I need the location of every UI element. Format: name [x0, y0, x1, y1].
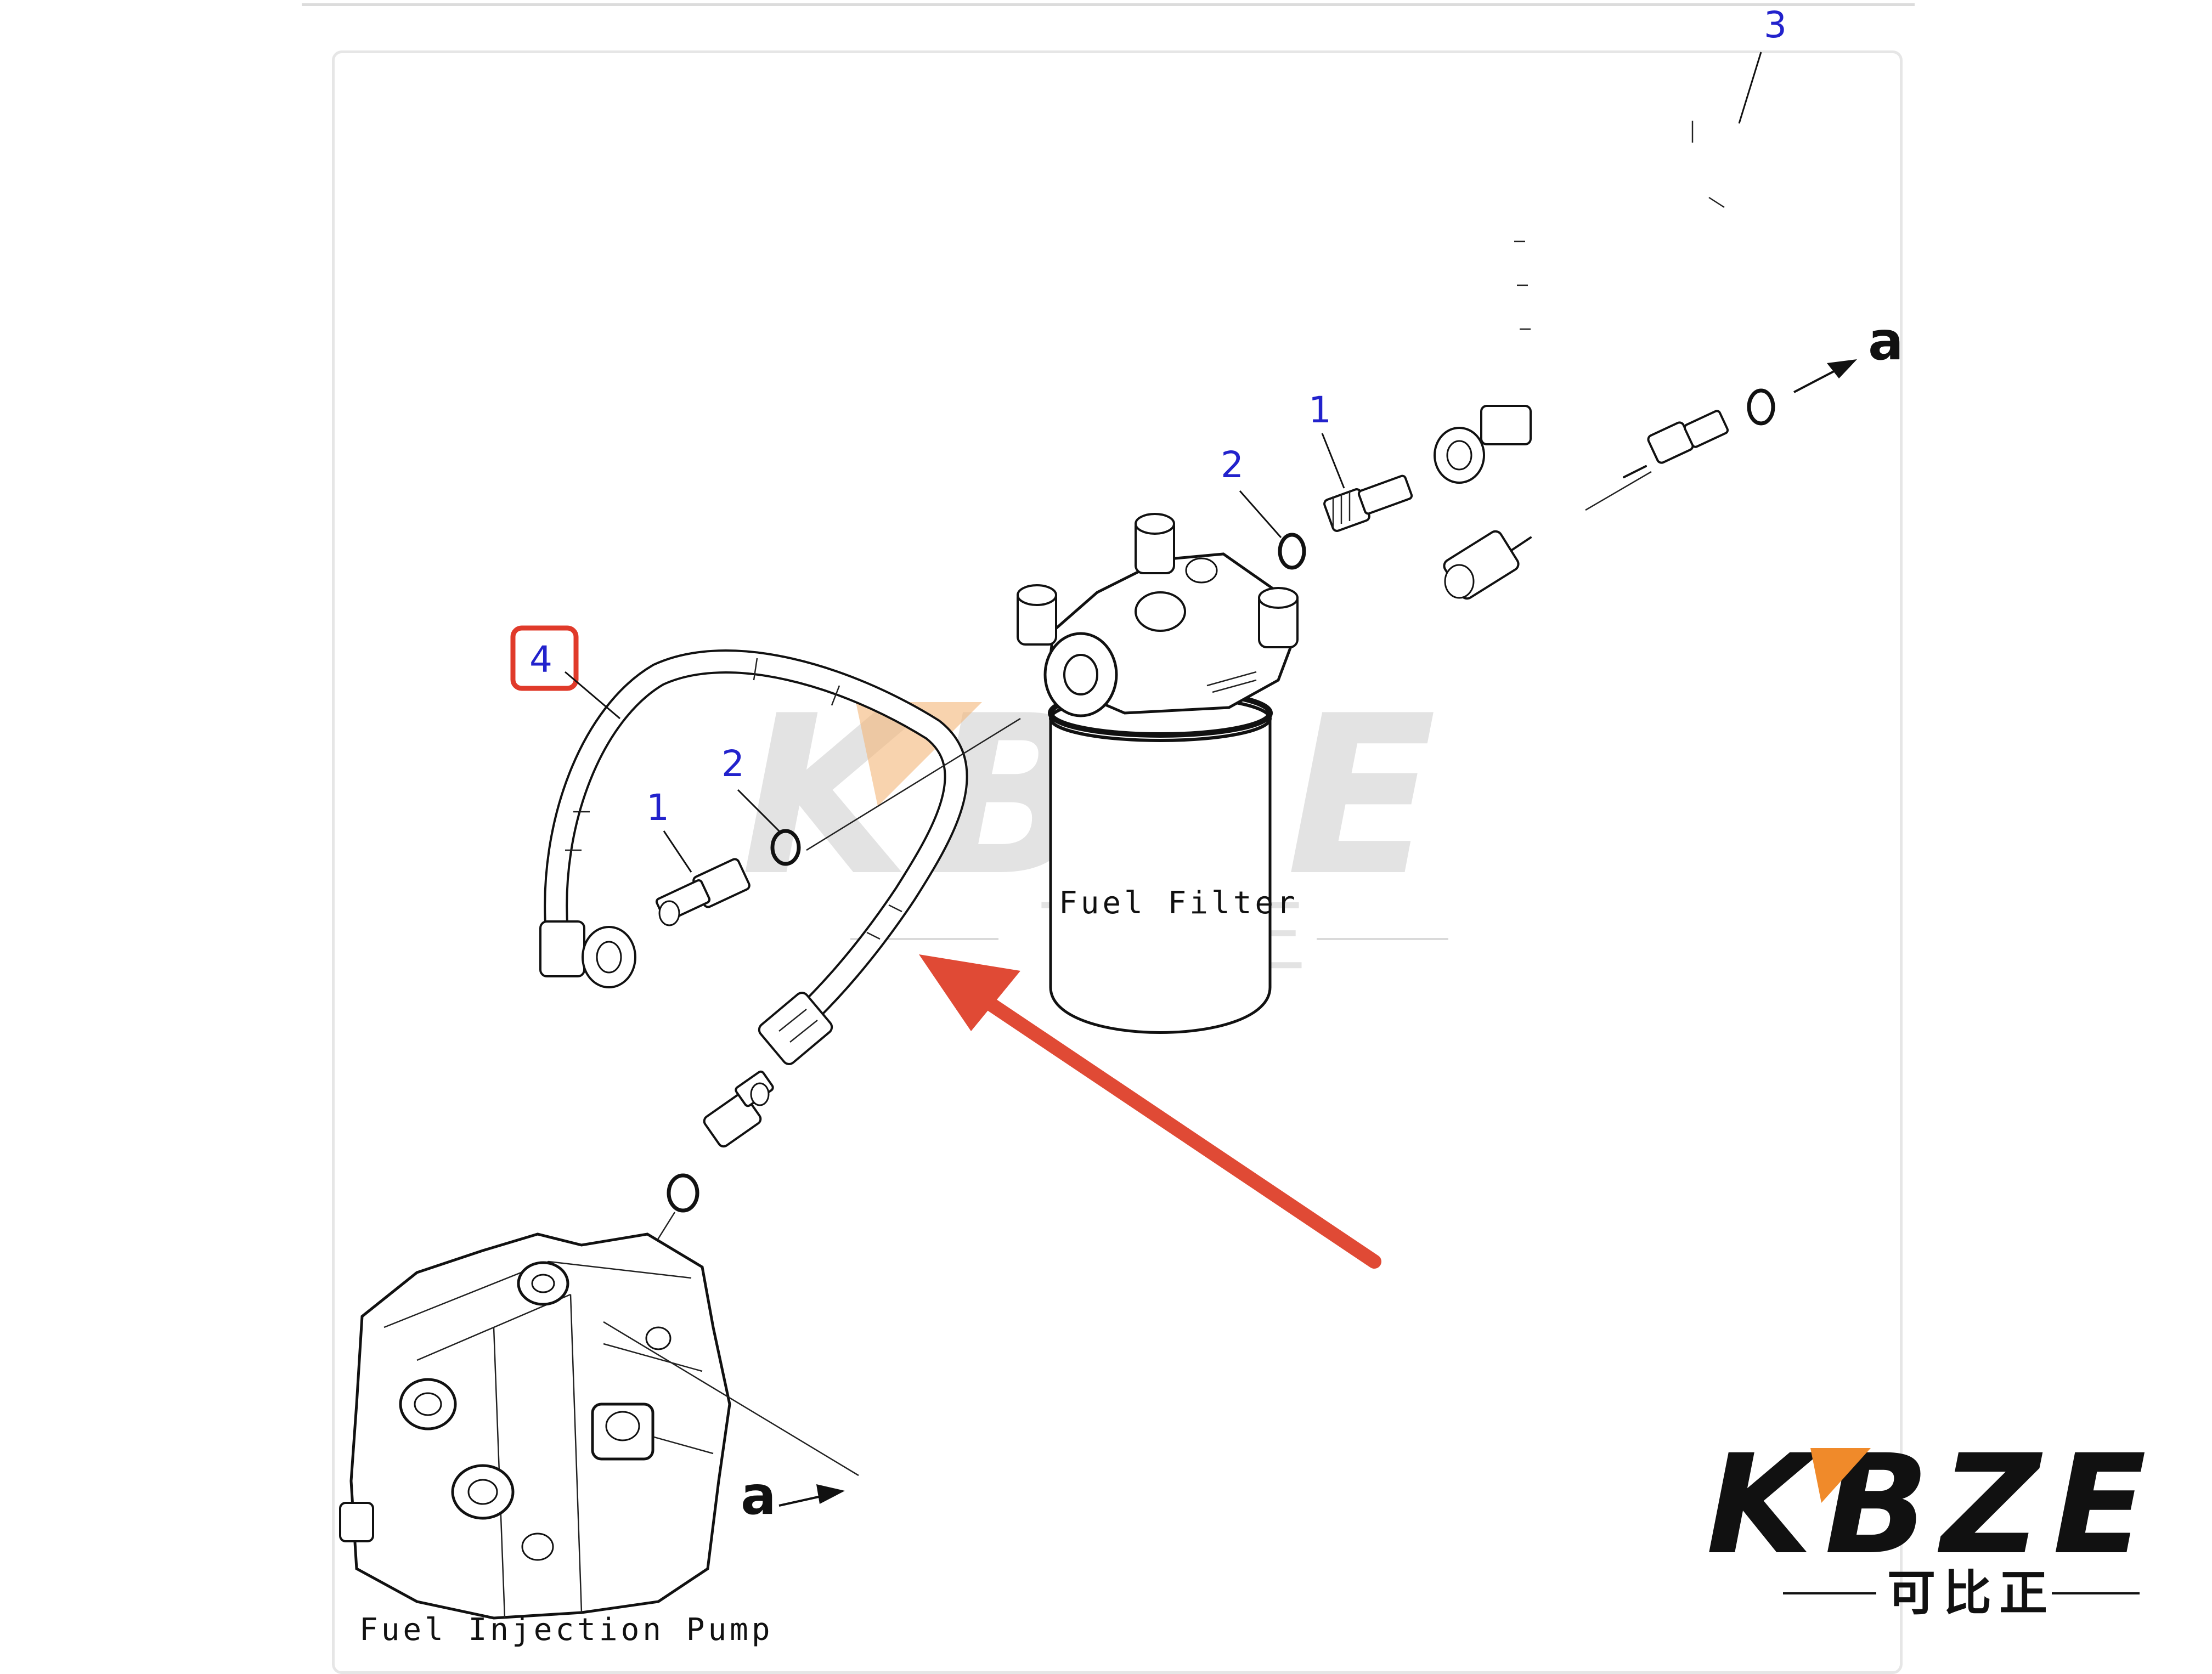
kbze-logo: KBZE 可比正	[1706, 1425, 2158, 1621]
pointer-arrow	[919, 954, 1381, 1269]
callout-3-number: 3	[1764, 4, 1787, 46]
fuel-filter-label: Fuel Filter	[1059, 885, 1299, 921]
fuel-injection-pump: Fuel Injection Pump	[339, 1232, 859, 1648]
o-ring-2-upper	[1278, 533, 1306, 570]
watermark-accent-icon	[856, 702, 982, 806]
logo-text: KBZE	[1706, 1425, 2158, 1585]
callout-2-upper: 2	[1221, 444, 1282, 538]
highlight-box	[510, 625, 579, 691]
callout-2-upper-number: 2	[1221, 444, 1244, 486]
hose-4	[539, 649, 1021, 1065]
callout-2-lower: 2	[721, 743, 780, 832]
callout-3: 3	[1738, 4, 1787, 124]
direction-mark-upper: a	[1793, 310, 1904, 393]
callout-1-upper: 1	[1308, 389, 1345, 489]
fuel-injection-pump-label: Fuel Injection Pump	[359, 1612, 774, 1648]
callout-1-upper-number: 1	[1308, 389, 1331, 431]
fuel-filter: Fuel Filter	[1017, 513, 1299, 1034]
callout-1-lower-number: 1	[646, 787, 669, 829]
hose-3	[1434, 109, 1782, 600]
adapter-1-upper	[1323, 474, 1413, 532]
direction-mark-lower: a	[741, 1465, 845, 1526]
callout-4: 4	[510, 625, 620, 720]
logo-accent-icon	[1810, 1448, 1871, 1503]
right-connector	[1585, 388, 1775, 511]
callout-1-lower: 1	[646, 787, 692, 873]
direction-label-lower: a	[741, 1465, 776, 1526]
logo-subtext: 可比正	[1887, 1565, 2055, 1621]
adapter-1-lower	[655, 858, 751, 926]
top-divider	[302, 3, 1915, 6]
o-ring-2-lower	[770, 829, 801, 866]
direction-label-upper: a	[1868, 310, 1904, 372]
callout-2-lower-number: 2	[721, 743, 744, 785]
callout-4-number: 4	[529, 638, 552, 681]
